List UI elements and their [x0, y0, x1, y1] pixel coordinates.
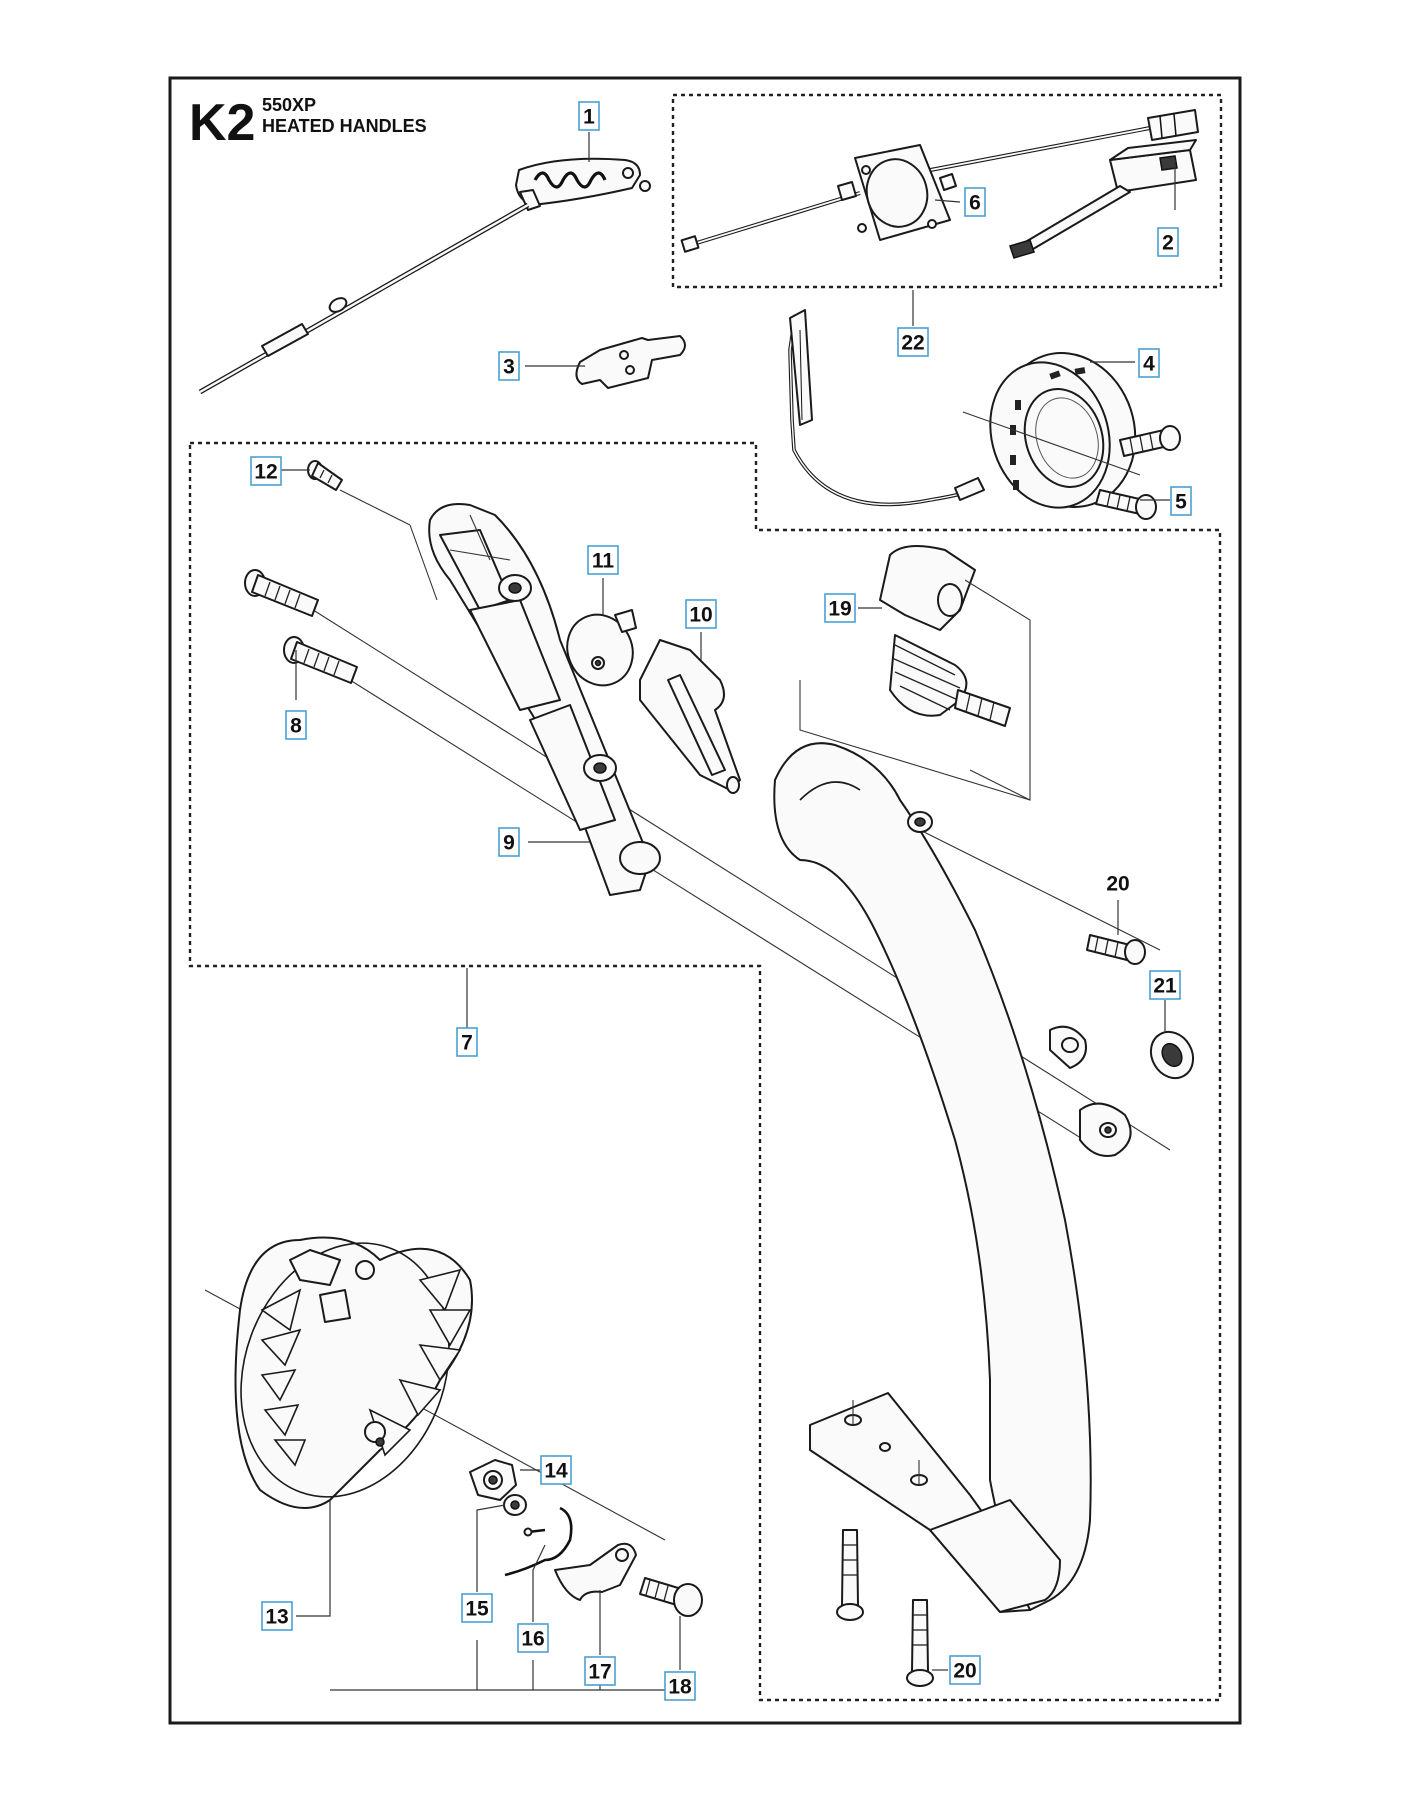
svg-text:16: 16: [521, 1628, 544, 1651]
svg-text:12: 12: [254, 461, 277, 484]
callout-1: 1: [578, 101, 600, 131]
diagram-frame: [168, 76, 1242, 1725]
svg-text:8: 8: [290, 715, 302, 738]
grommet-part-21: [1149, 1030, 1195, 1080]
callout-19: 19: [824, 593, 856, 623]
callout-4: 4: [1138, 348, 1160, 378]
svg-text:20: 20: [1106, 873, 1129, 896]
callout-13: 13: [261, 1601, 293, 1631]
callout-9: 9: [498, 827, 520, 857]
clamp-part-3: [575, 335, 686, 389]
heating-element-part-1: [198, 157, 651, 395]
diagram-title: K2 550XP HEATED HANDLES: [189, 94, 427, 152]
handle-bracket-part-9: [428, 503, 661, 896]
flywheel-part-13: [234, 1236, 473, 1509]
svg-text:20: 20: [953, 1660, 976, 1683]
svg-text:11: 11: [592, 550, 615, 573]
screw-part-12: [307, 460, 343, 491]
screw-part-5-lower: [1095, 489, 1157, 520]
svg-text:22: 22: [901, 332, 924, 355]
title-model: 550XP: [262, 95, 316, 115]
spring-part-16: [504, 1506, 573, 1577]
svg-text:18: 18: [668, 1676, 692, 1699]
screw-part-8-upper: [244, 569, 319, 617]
callout-21: 21: [1149, 970, 1181, 1000]
callout-20-lower: 20: [949, 1655, 981, 1685]
anti-vibration-part-19: [799, 545, 1031, 801]
callout-14: 14: [540, 1455, 572, 1485]
screw-part-8-lower: [283, 636, 358, 684]
callout-20-upper: 20: [1106, 873, 1129, 896]
svg-text:3: 3: [503, 356, 515, 379]
screw-part-20-upper: [1086, 934, 1146, 965]
callout-5: 5: [1170, 486, 1192, 516]
cam-part-11: [566, 609, 637, 687]
svg-text:13: 13: [265, 1606, 288, 1629]
callout-15: 15: [461, 1593, 493, 1623]
svg-text:4: 4: [1143, 353, 1155, 376]
callout-10: 10: [685, 599, 717, 629]
callout-12: 12: [250, 456, 282, 486]
callout-16: 16: [517, 1623, 549, 1653]
svg-text:19: 19: [828, 598, 851, 621]
group-box-7: [188, 441, 1222, 1702]
svg-text:7: 7: [461, 1032, 473, 1055]
callout-6: 6: [964, 187, 986, 217]
callout-11: 11: [587, 545, 619, 575]
svg-text:2: 2: [1162, 232, 1174, 255]
title-code: K2: [189, 94, 255, 152]
gasket-part-6: [680, 109, 1199, 253]
group-box-22: [671, 93, 1223, 289]
callout-8: 8: [285, 710, 307, 740]
screw-part-20-lower: [906, 1599, 934, 1687]
svg-text:14: 14: [544, 1460, 568, 1483]
svg-text:5: 5: [1175, 491, 1187, 514]
screw-part-5-upper: [1119, 425, 1181, 457]
callout-17: 17: [584, 1656, 616, 1686]
callout-18: 18: [664, 1671, 696, 1701]
trigger-cover-part-10: [639, 639, 741, 794]
svg-text:17: 17: [588, 1661, 611, 1684]
title-name: HEATED HANDLES: [262, 116, 427, 136]
nut-part-14: [469, 1459, 517, 1501]
svg-text:6: 6: [969, 192, 981, 215]
svg-text:10: 10: [689, 604, 712, 627]
svg-text:9: 9: [503, 832, 515, 855]
svg-text:15: 15: [465, 1598, 489, 1621]
pawl-part-17: [554, 1542, 637, 1601]
callout-7: 7: [456, 1027, 478, 1057]
svg-text:21: 21: [1153, 975, 1177, 998]
callout-2: 2: [1157, 227, 1179, 257]
callout-22: 22: [897, 327, 929, 357]
callout-3: 3: [498, 351, 520, 381]
screw-part-20-left: [836, 1529, 864, 1621]
washer-part-15: [503, 1494, 527, 1516]
svg-text:1: 1: [583, 106, 595, 129]
handle-bar: [773, 742, 1132, 1613]
screw-part-18: [639, 1577, 703, 1617]
heated-ring-part-4: [788, 309, 1141, 509]
